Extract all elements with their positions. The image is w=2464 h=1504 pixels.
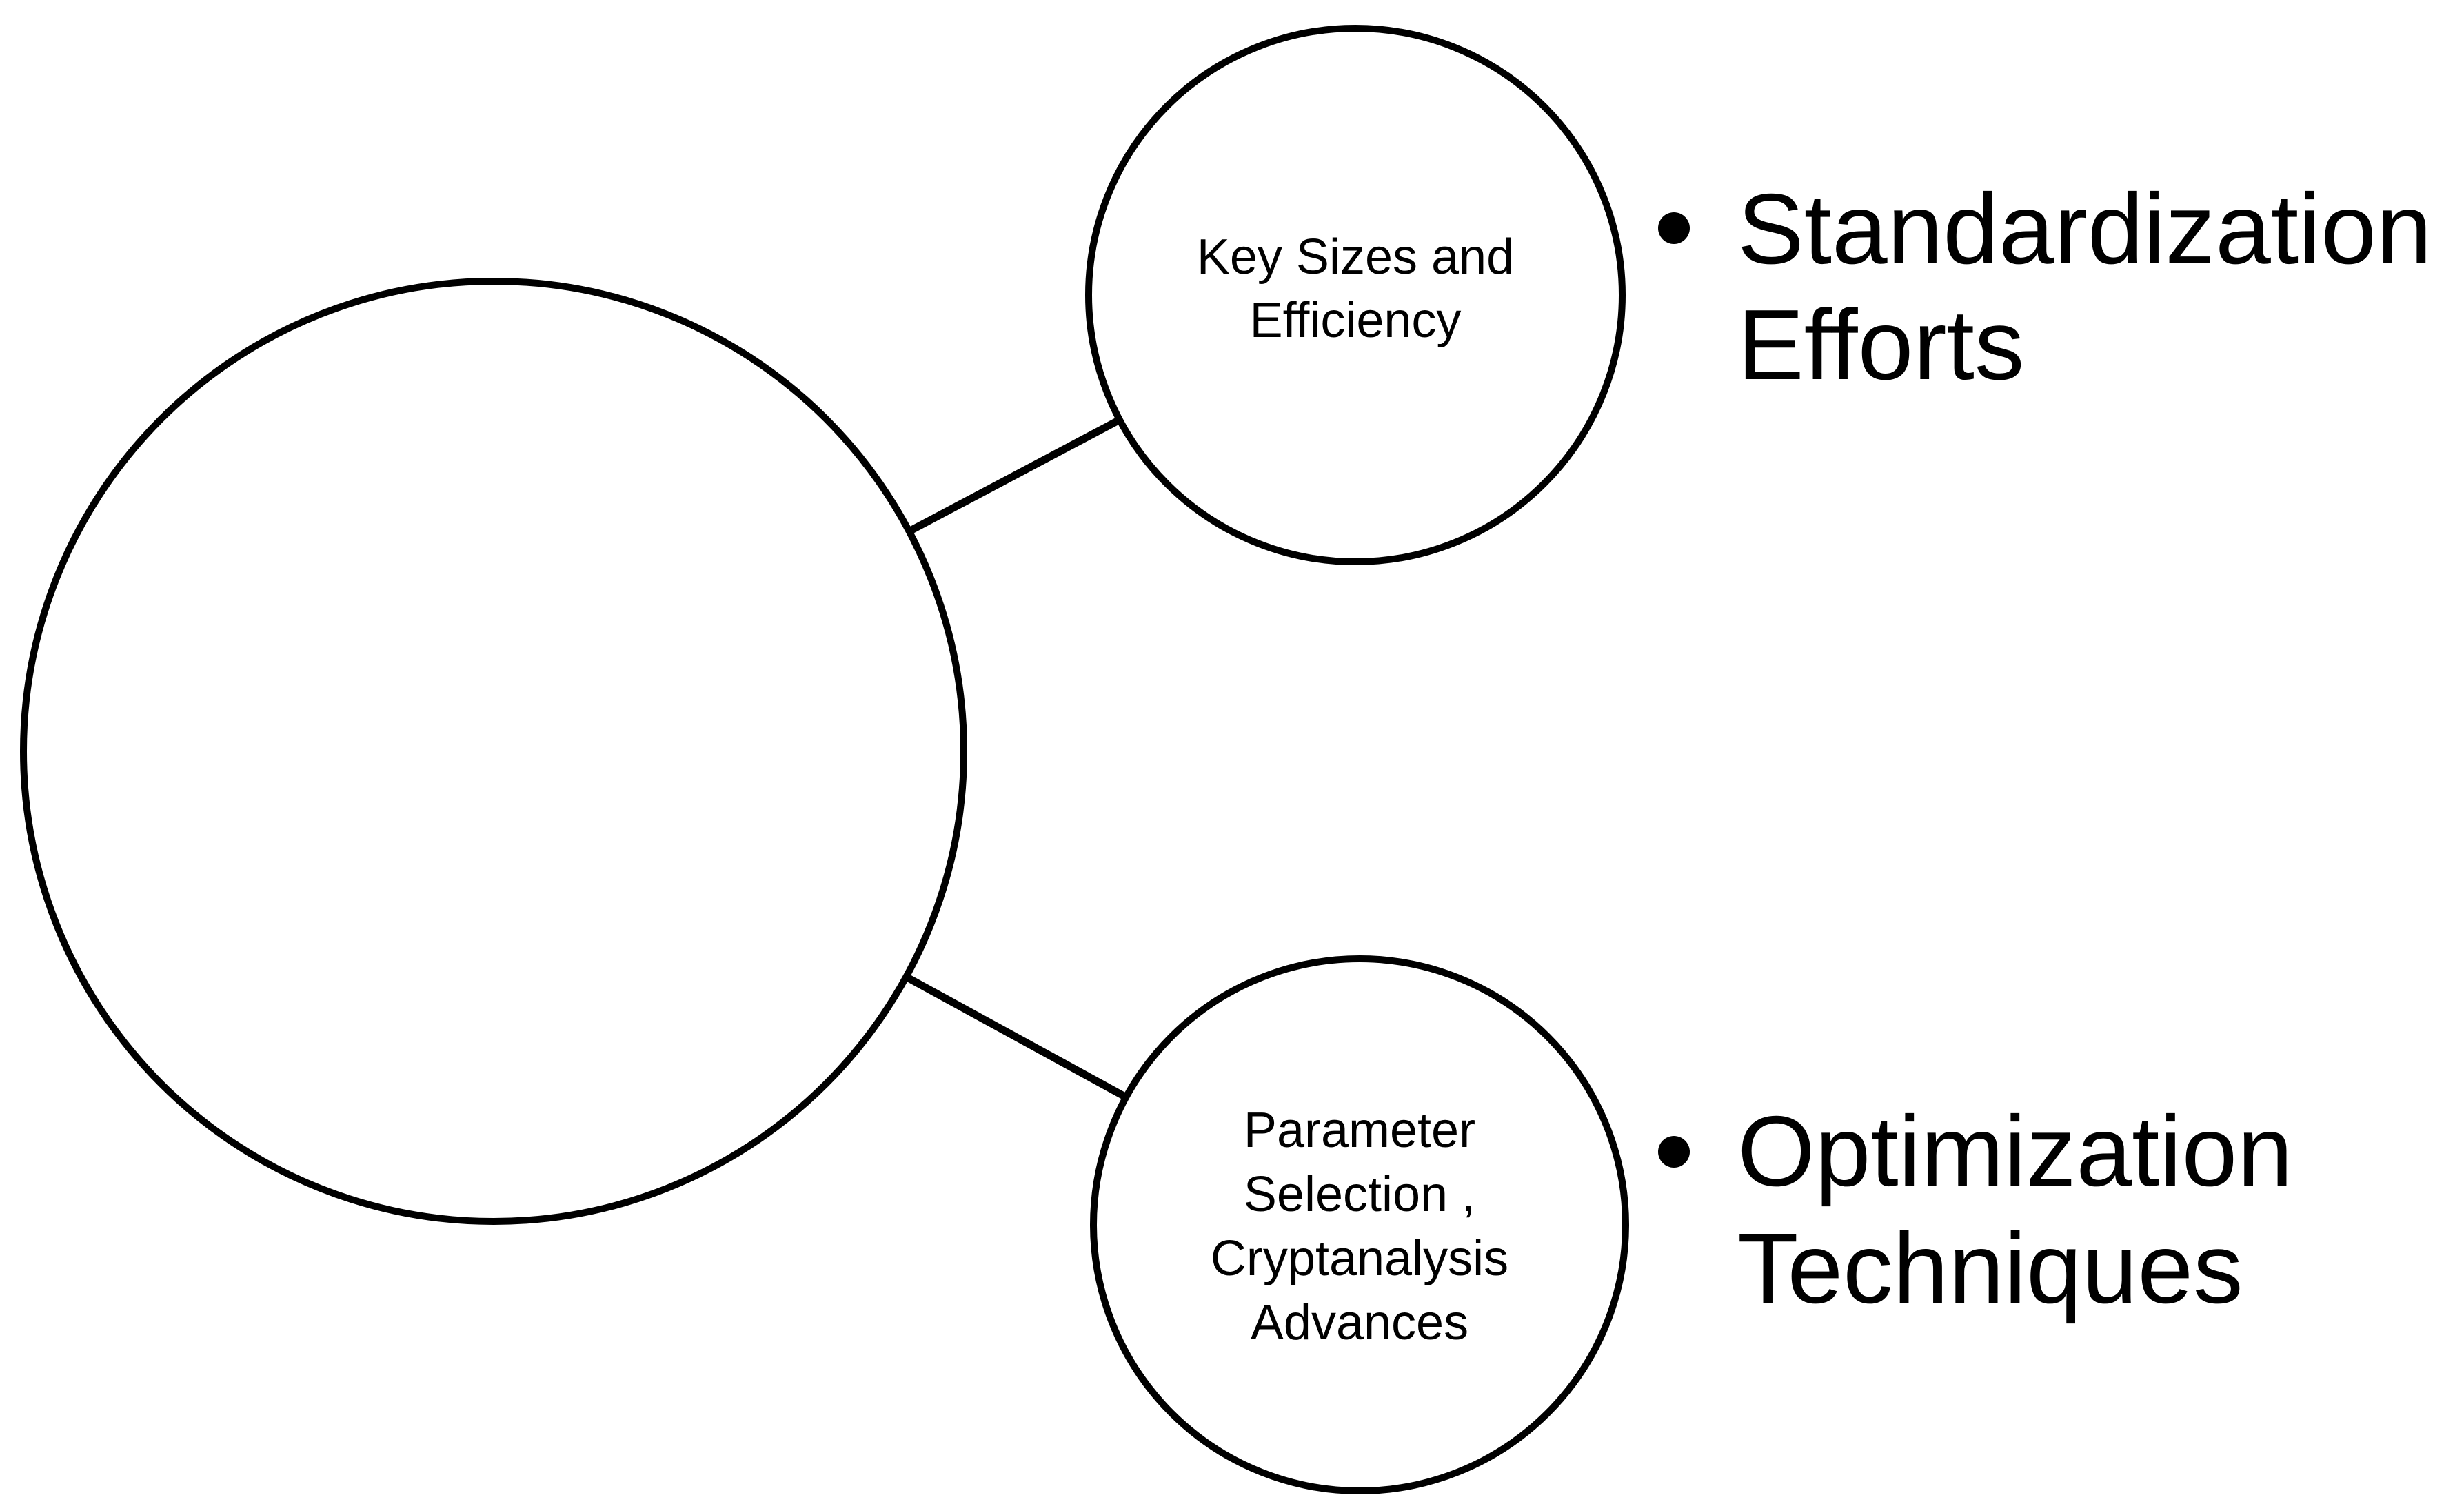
branch-node-label-line: Efficiency — [1250, 293, 1462, 348]
central-topic-node — [20, 278, 967, 1225]
branch-node-label-line: Cryptanalysis — [1211, 1231, 1508, 1286]
branch-node-label-line: Selection , — [1244, 1167, 1475, 1222]
bullet-item-label-line: Efforts — [1737, 289, 2024, 400]
bullet-item-optimization: Optimization Techniques — [1658, 1095, 2293, 1324]
bullet-list: Standardization Efforts Optimization Tec… — [1658, 173, 2432, 1324]
branch-node-key-sizes-label: Key Sizes and Efficiency — [1197, 230, 1514, 348]
bullet-item-label-line: Techniques — [1737, 1212, 2243, 1324]
branch-node-label-line: Key Sizes and — [1197, 230, 1514, 285]
branch-node-label-line: Parameter — [1244, 1103, 1475, 1158]
branch-node-label-line: Advances — [1251, 1295, 1468, 1350]
bullet-item-standardization: Standardization Efforts — [1658, 173, 2432, 400]
bullet-item-label-line: Optimization — [1737, 1095, 2293, 1207]
branch-node-key-sizes — [1085, 25, 1626, 565]
branch-node-parameter-selection-label: Parameter Selection , Cryptanalysis Adva… — [1211, 1103, 1508, 1350]
bullet-item-label-line: Standardization — [1737, 173, 2432, 285]
branch-node-parameter-selection — [1090, 955, 1629, 1494]
bullet-icon — [1658, 1136, 1690, 1168]
bullet-icon — [1658, 212, 1690, 244]
